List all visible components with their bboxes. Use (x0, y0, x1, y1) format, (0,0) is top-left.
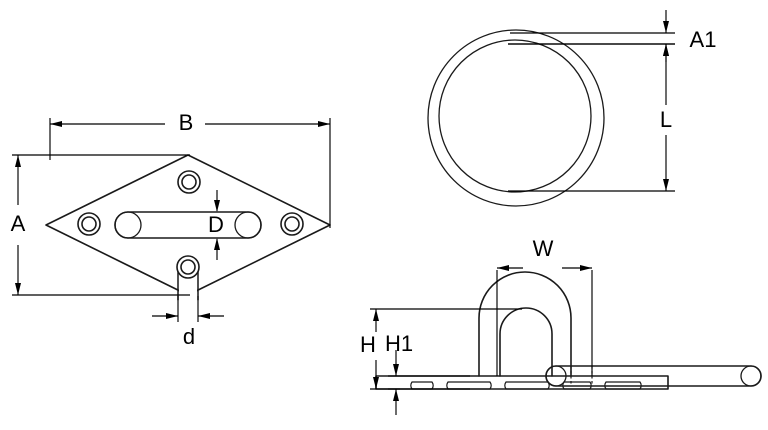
side-rod-left-end (545, 365, 567, 387)
ring-inner-circle (438, 39, 592, 193)
dimension-label-H1: H1 (385, 331, 413, 356)
dimension-label-A1: A1 (690, 27, 717, 52)
dimension-B: B (49, 110, 331, 228)
dimension-label-B: B (179, 110, 194, 135)
mounting-hole-top (177, 170, 201, 194)
side-rod-right-end (740, 365, 762, 387)
dimension-label-W: W (533, 236, 554, 261)
ring-view: A1 L (427, 10, 716, 207)
side-loop-inner-arc (499, 307, 553, 377)
front-plate-view: B A D (11, 110, 331, 349)
side-elevation-view: W H H1 (360, 236, 762, 415)
dimension-W: W (496, 236, 593, 376)
dimension-label-d: d (183, 324, 195, 349)
stem-mask (179, 284, 197, 296)
dimension-label-D: D (208, 212, 224, 237)
dimension-H1: H1 (385, 331, 470, 415)
dimension-label-A: A (11, 211, 26, 236)
dimension-d: d (152, 296, 224, 349)
dimension-A: A (11, 154, 190, 296)
dimension-label-L: L (660, 107, 672, 132)
dimension-L: L (508, 43, 675, 192)
side-loop-outer-arc (478, 271, 572, 377)
dimension-label-H: H (360, 332, 376, 357)
mounting-hole-left (77, 212, 101, 236)
ring-outer-circle (427, 29, 605, 207)
center-bar-left-end (114, 211, 142, 239)
mounting-hole-bottom (176, 255, 200, 279)
mounting-hole-right (280, 212, 304, 236)
dimension-D: D (208, 190, 224, 260)
center-bar-right-end (234, 211, 262, 239)
dimension-A1: A1 (508, 10, 716, 62)
